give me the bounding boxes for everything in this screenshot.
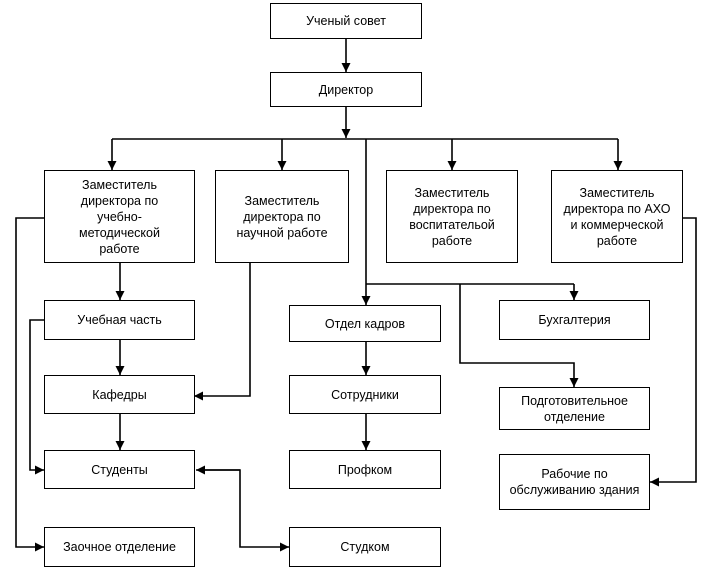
accounting-box: Бухгалтерия: [499, 300, 650, 340]
deputy-admin-box: Заместитель директора по АХО и коммерчес…: [551, 170, 683, 263]
deputy-upbringing-box: Заместитель директора по воспитательой р…: [386, 170, 518, 263]
departments-box: Кафедры: [44, 375, 195, 414]
arrow-to-correspondence: [15, 217, 44, 552]
arrow-office-to-students: [29, 319, 44, 475]
deputy-education-box: Заместитель директора по учебно- методич…: [44, 170, 195, 263]
student-council-box: Студком: [289, 527, 441, 567]
academic-council-box: Ученый совет: [270, 3, 422, 39]
union-box: Профком: [289, 450, 441, 489]
arrow-to-prep: [459, 284, 579, 387]
education-office-box: Учебная часть: [44, 300, 195, 340]
arrow-to-student-council: [204, 469, 289, 552]
staff-box: Сотрудники: [289, 375, 441, 414]
maintenance-box: Рабочие по обслуживанию здания: [499, 454, 650, 510]
director-box: Директор: [270, 72, 422, 107]
students-box: Студенты: [44, 450, 195, 489]
correspondence-box: Заочное отделение: [44, 527, 195, 567]
arrow-to-maintenance: [650, 217, 697, 487]
deputy-science-box: Заместитель директора по научной работе: [215, 170, 349, 263]
hr-box: Отдел кадров: [289, 305, 441, 342]
prep-department-box: Подготовительное отделение: [499, 387, 650, 430]
arrow-science-to-departments: [194, 263, 251, 401]
